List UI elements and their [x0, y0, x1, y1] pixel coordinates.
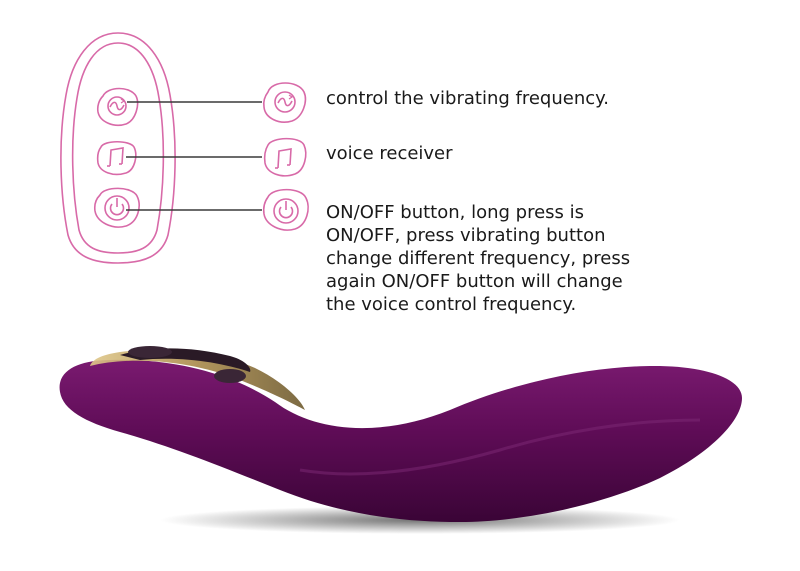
- wave-icon: [262, 82, 307, 123]
- remote-music-button: [96, 140, 137, 176]
- leader-lines: [126, 101, 262, 211]
- power-button-label: ON/OFF button, long press is ON/OFF, pre…: [326, 202, 631, 315]
- frequency-control-label: control the vibrating frequency.: [326, 88, 609, 109]
- product-image: [59, 346, 743, 534]
- remote-wave-button: [96, 87, 139, 127]
- voice-receiver-label: voice receiver: [326, 143, 453, 164]
- music-note-icon: [263, 137, 307, 177]
- remote-power-button: [93, 187, 140, 228]
- power-icon: [262, 188, 309, 231]
- remote-outline: [60, 32, 176, 264]
